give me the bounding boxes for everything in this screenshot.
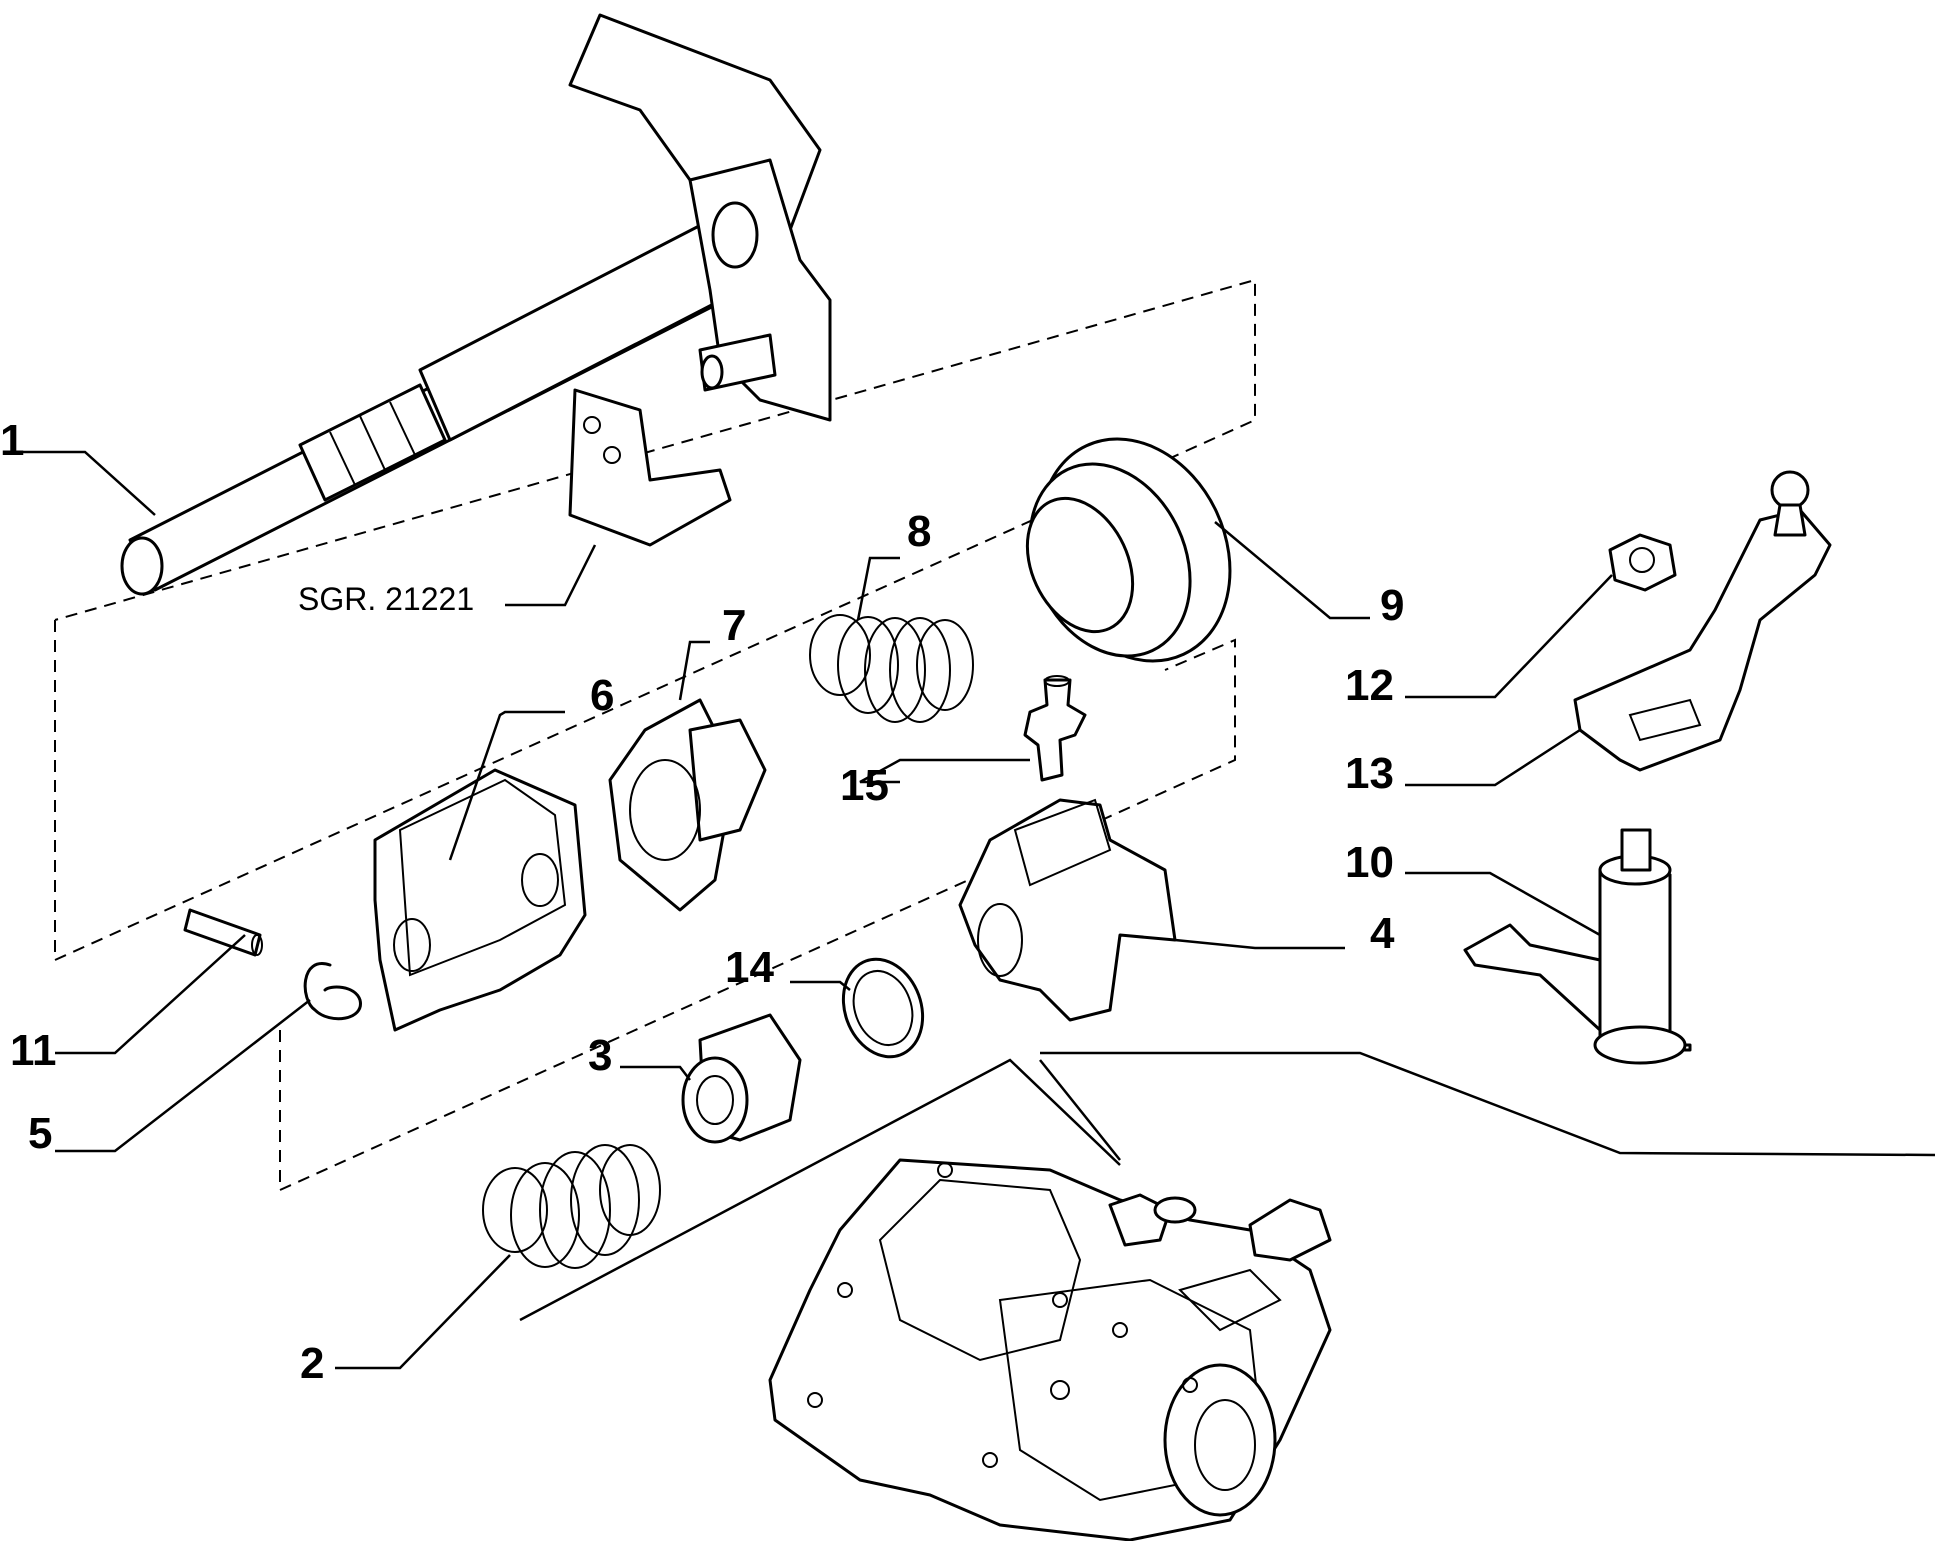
part-5-clip bbox=[303, 962, 362, 1021]
part-11-key bbox=[183, 908, 263, 957]
callout-9: 9 bbox=[1380, 581, 1404, 630]
part-7-flanged-guide bbox=[608, 698, 767, 912]
callout-3: 3 bbox=[588, 1031, 612, 1080]
callout-10: 10 bbox=[1345, 838, 1394, 887]
assembly-boundary-lines bbox=[54, 278, 1256, 1192]
callout-1: 1 bbox=[0, 416, 24, 465]
part-4-interlock bbox=[958, 798, 1177, 1022]
part-2-spring bbox=[482, 1144, 661, 1269]
gearbox-housing bbox=[768, 1158, 1332, 1541]
callout-14: 14 bbox=[725, 943, 774, 992]
callout-8: 8 bbox=[907, 507, 931, 556]
leader-lines bbox=[22, 450, 1935, 1370]
part-10-shaft-arm bbox=[1463, 828, 1692, 1065]
callout-2: 2 bbox=[300, 1339, 324, 1388]
callout-11: 11 bbox=[10, 1026, 57, 1075]
part-6-selector-block bbox=[373, 768, 587, 1032]
part-12-nut bbox=[1608, 533, 1677, 592]
part-13-lever-arm bbox=[1573, 470, 1832, 772]
part-14-washer bbox=[841, 957, 925, 1059]
part-sgr-bracket bbox=[568, 388, 732, 547]
callout-4: 4 bbox=[1370, 909, 1395, 958]
part-8-spring bbox=[809, 614, 974, 723]
part-9-bearing bbox=[1025, 437, 1232, 663]
part-1-selector-shaft bbox=[120, 13, 832, 596]
callout-13: 13 bbox=[1345, 749, 1394, 798]
callout-7: 7 bbox=[722, 601, 746, 650]
callout-12: 12 bbox=[1345, 661, 1394, 710]
callout-6: 6 bbox=[590, 671, 614, 720]
callout-15: 15 bbox=[840, 761, 889, 810]
reference-label: SGR. 21221 bbox=[298, 581, 474, 617]
callout-5: 5 bbox=[28, 1109, 52, 1158]
callout-labels: SGR. 21221 1 2 3 4 5 6 7 8 9 10 11 12 13… bbox=[0, 416, 1404, 1388]
part-3-bushing bbox=[681, 1013, 802, 1144]
part-15-pin bbox=[1023, 675, 1087, 782]
